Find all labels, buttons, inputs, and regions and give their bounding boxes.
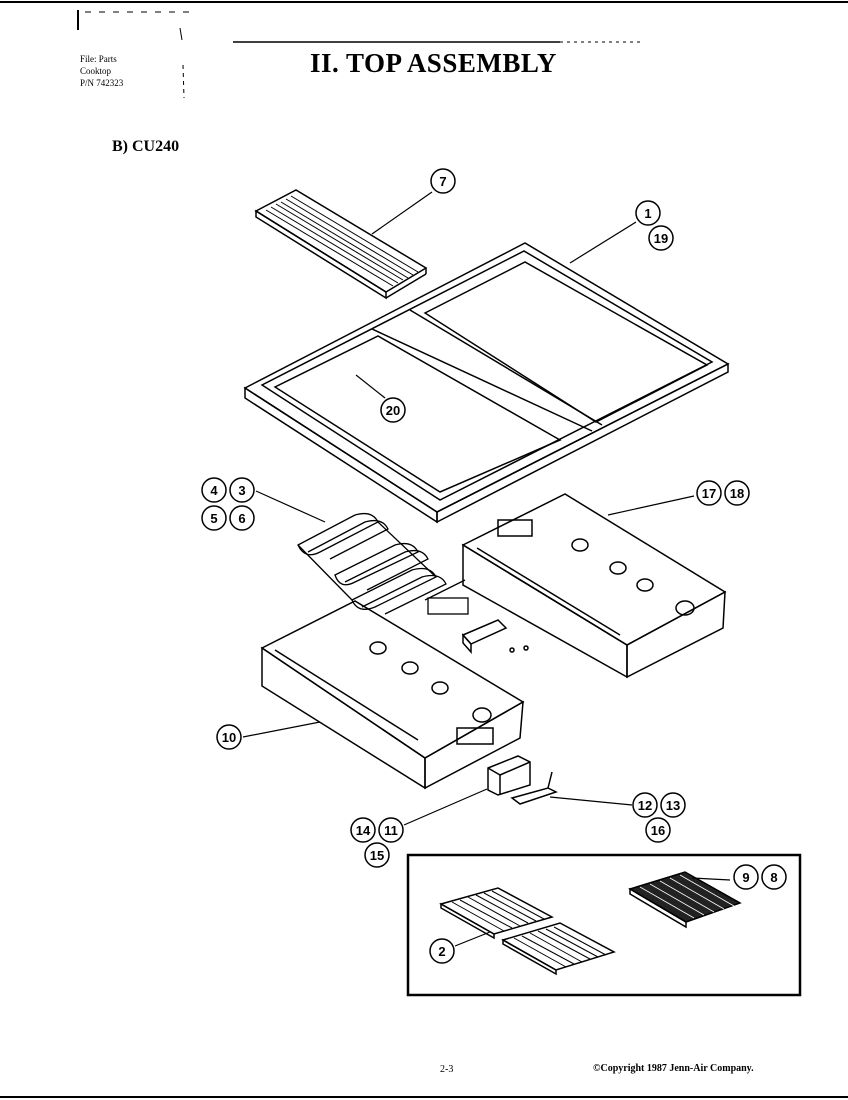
callout-16-circle [645, 817, 671, 843]
callout-16: 16 [651, 823, 665, 838]
callout-5: 5 [210, 511, 217, 526]
callout-12-circle [632, 792, 658, 818]
part-17-burner-pan [461, 493, 727, 679]
callout-1-circle [635, 200, 661, 226]
callout-15: 15 [370, 848, 384, 863]
callout-9-circle [733, 864, 759, 890]
callout-8-circle [761, 864, 787, 890]
callout-10: 10 [222, 730, 236, 745]
part-14-switch [487, 755, 531, 796]
terminal-block [461, 619, 529, 654]
leader-lines [242, 191, 731, 947]
callout-5-circle [201, 505, 227, 531]
file-line-2: Cooktop [80, 66, 112, 76]
callout-4: 4 [210, 483, 218, 498]
page-title: II. TOP ASSEMBLY [310, 48, 557, 78]
callout-17-circle [696, 480, 722, 506]
file-line-3: P/N 742323 [80, 78, 124, 88]
model-subtitle: B) CU240 [112, 138, 180, 155]
part-12-bracket [510, 771, 558, 805]
callout-13: 13 [666, 798, 680, 813]
callout-3: 3 [238, 483, 245, 498]
callout-1: 1 [644, 206, 651, 221]
callout-7: 7 [439, 174, 446, 189]
copyright-notice: ©Copyright 1987 Jenn-Air Company. [593, 1063, 754, 1074]
callout-20: 20 [386, 403, 400, 418]
callout-14-circle [350, 817, 376, 843]
callout-3-circle [229, 477, 255, 503]
callout-14: 14 [356, 823, 371, 838]
callout-10-circle [216, 724, 242, 750]
callout-19: 19 [654, 231, 668, 246]
callout-2-circle [429, 938, 455, 964]
callout-11: 11 [384, 823, 398, 838]
file-line-1: File: Parts [80, 54, 117, 64]
callout-15-circle [364, 842, 390, 868]
part-9-briquet-panel [628, 871, 742, 929]
part-7-vent-grille [254, 189, 428, 300]
callout-13-circle [660, 792, 686, 818]
part-10-burner-pan [260, 600, 525, 790]
callout-circles [201, 168, 787, 964]
callout-18-circle [724, 480, 750, 506]
callout-6: 6 [238, 511, 245, 526]
accessory-inset-box [406, 853, 802, 997]
part-1-top-frame [243, 242, 730, 524]
callout-19-circle [648, 225, 674, 251]
callout-20-circle [380, 397, 406, 423]
page-number: 2-3 [440, 1064, 454, 1075]
file-info: File: Parts Cooktop P/N 742323 [80, 53, 123, 89]
part-2-grate [439, 887, 616, 976]
callout-17: 17 [702, 486, 716, 501]
callout-2: 2 [438, 944, 445, 959]
callout-6-circle [229, 505, 255, 531]
callout-7-circle [430, 168, 456, 194]
part-4-heating-element [297, 512, 469, 615]
callout-11-circle [378, 817, 404, 843]
callout-18: 18 [730, 486, 744, 501]
callout-12: 12 [638, 798, 652, 813]
callout-4-circle [201, 477, 227, 503]
callout-9: 9 [742, 870, 749, 885]
callout-8: 8 [770, 870, 777, 885]
